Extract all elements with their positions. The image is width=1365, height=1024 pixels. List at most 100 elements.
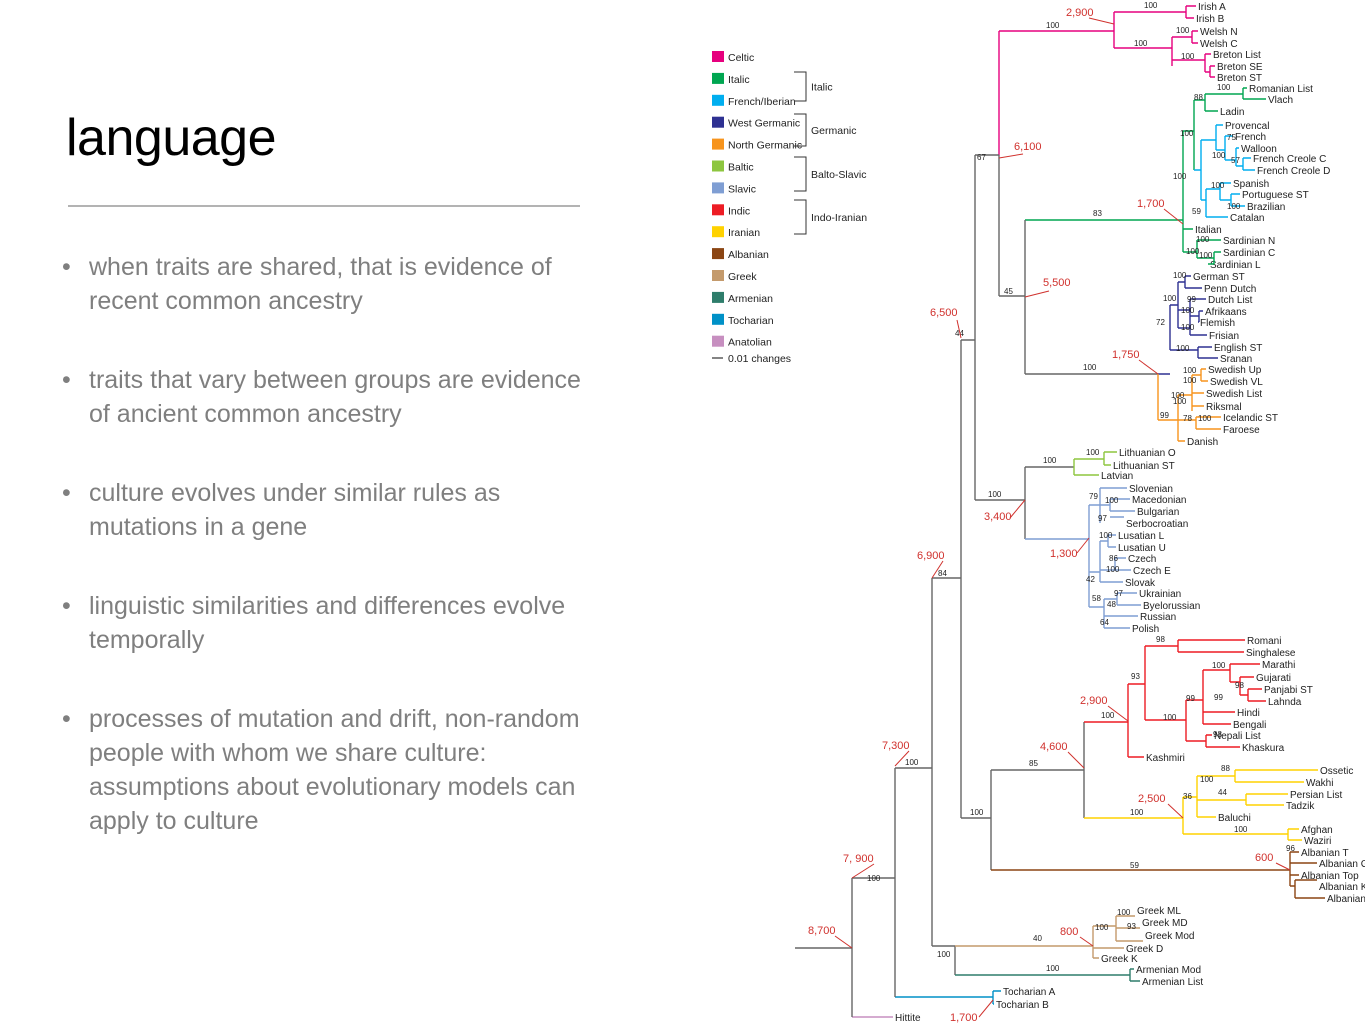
bullet-text: culture evolves under similar rules as m… [89,479,501,541]
legend-swatch [712,270,724,281]
support-value: 100 [1181,323,1195,332]
age-leader-line [956,319,962,339]
leaf-label: Ossetic [1320,766,1353,777]
tree-branch [955,915,1143,959]
tree-branch [991,851,1325,899]
tree-branch [795,154,1026,1017]
support-value: 100 [1180,129,1194,138]
legend-bracket [794,113,807,147]
support-value: 96 [1286,844,1295,853]
support-value: 99 [1187,295,1196,304]
support-value: 100 [1083,363,1097,372]
support-value: 88 [1221,764,1230,773]
support-value: 100 [1171,391,1185,400]
leaf-label: Serbocroatian [1126,519,1188,530]
legend-swatch [712,182,724,194]
leaf-label: Riksmal [1206,402,1242,413]
support-value: 85 [1029,759,1038,768]
legend-label: Anatolian [728,337,772,349]
leaf-label: Portuguese ST [1242,190,1309,201]
tree-branch [1073,451,1117,476]
divergence-age: 1,700 [950,1012,978,1024]
tree-branch [1194,124,1255,218]
leaf-label: Macedonian [1132,495,1186,506]
legend-label: Armenian [728,293,773,305]
support-value: 100 [1181,52,1195,61]
support-value: 100 [1217,83,1231,92]
leaf-label: Lusatian L [1118,531,1165,542]
leaf-label: Khaskura [1242,743,1285,754]
divergence-age: 1,750 [1112,349,1140,361]
leaf-label: Romanian List [1249,84,1313,95]
leaf-label: Walloon [1241,144,1277,155]
support-value: 78 [1183,414,1192,423]
support-value: 100 [1211,181,1225,190]
leaf-label: Afghan [1301,825,1333,836]
divergence-age: 7, 900 [843,853,874,865]
scale-label: 0.01 changes [728,353,791,365]
divergence-age: 6,900 [917,550,945,562]
legend-swatch [712,291,724,303]
leaf-label: Vlach [1268,95,1293,106]
legend-swatch [712,72,724,84]
leaf-label: Albanian K [1319,882,1365,893]
legend-swatch [712,204,724,216]
leaf-label: Lithuanian O [1119,448,1176,459]
legend-swatch [712,51,724,62]
leaf-label: Russian [1140,612,1176,623]
leaf-label: Irish B [1196,14,1225,25]
age-leader-line [1079,936,1094,947]
divergence-age: 2,500 [1138,793,1166,805]
support-value: 93 [1127,922,1136,931]
legend-bracket [794,71,807,102]
tree-branch [1157,368,1221,442]
age-leader-line [1024,290,1050,298]
bullet-dot: • [62,705,71,733]
leaf-label: Hittite [895,1013,921,1024]
support-value: 100 [1181,306,1195,315]
support-value: 100 [988,490,1002,499]
age-leader-line [931,560,944,579]
leaf-label: Ukrainian [1139,589,1181,600]
support-value: 44 [1218,788,1227,797]
support-value: 40 [1033,934,1042,943]
support-value: 100 [1105,496,1119,505]
support-value: 88 [1194,93,1203,102]
age-leader-line [1009,499,1026,519]
support-value: 100 [1101,711,1115,720]
leaf-label: Hindi [1237,708,1260,719]
support-value: 100 [1183,376,1197,385]
support-value: 100 [1173,397,1187,406]
age-leader-line [1067,751,1085,769]
divergence-age: 600 [1255,852,1273,864]
bullet-item: •culture evolves under similar rules as … [62,476,602,544]
leaf-label: Lithuanian ST [1113,461,1175,472]
support-value: 93 [1131,672,1140,681]
support-value: 100 [1117,908,1131,917]
legend-label: French/Iberian [728,96,796,108]
support-value: 100 [1144,1,1158,10]
leaf-label: Armenian Mod [1136,965,1201,976]
divergence-age: 1,300 [1050,548,1078,560]
leaf-label: Wakhi [1306,778,1333,789]
slide-title: language [66,109,277,167]
leaf-label: French Creole C [1253,154,1326,165]
support-value: 99 [1214,693,1223,702]
divergence-age: 6,500 [930,307,958,319]
leaf-label: Frisian [1209,331,1239,342]
legend-label: Albanian [728,249,769,261]
leaf-label: Baluchi [1218,813,1251,824]
legend-group-label: Indo-Iranian [811,212,867,224]
support-value: 100 [970,808,984,817]
leaf-label: English ST [1214,343,1262,354]
leaf-label: Romani [1247,636,1281,647]
support-value: 84 [938,569,947,578]
leaf-label: Swedish VL [1210,377,1263,388]
tree-branch [1025,487,1141,629]
legend-label: West Germanic [728,118,800,130]
bullet-dot: • [62,592,71,620]
divergence-age: 8,700 [808,925,836,937]
leaf-label: French [1235,132,1266,143]
leaf-label: Slovenian [1129,484,1173,495]
